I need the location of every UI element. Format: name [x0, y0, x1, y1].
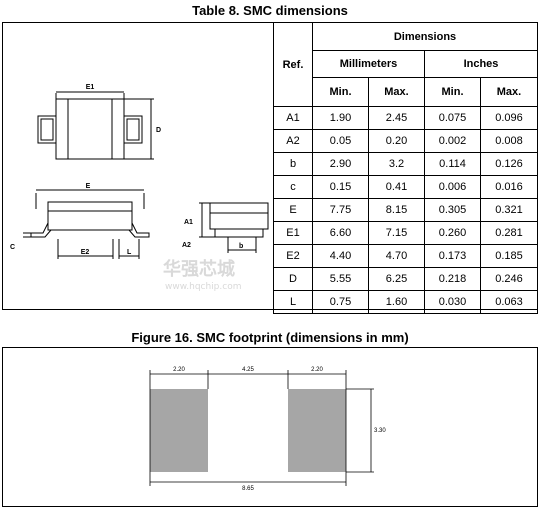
- cell-in-max: 0.281: [480, 221, 538, 245]
- cell-in-min: 0.006: [424, 175, 481, 199]
- table-row: A1 1.90 2.45 0.075 0.096: [273, 106, 538, 130]
- cell-mm-min: 4.40: [312, 244, 369, 268]
- cell-in-max: 0.008: [480, 129, 538, 153]
- cell-mm-max: 7.15: [368, 221, 425, 245]
- figure-title: Figure 16. SMC footprint (dimensions in …: [131, 330, 409, 345]
- cell-mm-min: 7.75: [312, 198, 369, 222]
- cell-in-max: 0.016: [480, 175, 538, 199]
- label-l: L: [127, 249, 132, 256]
- cell-ref: A2: [273, 129, 313, 153]
- cell-ref: c: [273, 175, 313, 199]
- mm-min-header: Min.: [312, 77, 369, 107]
- label-b: b: [239, 243, 243, 250]
- cell-in-max: 0.063: [480, 290, 538, 314]
- table-row: A2 0.05 0.20 0.002 0.008: [273, 129, 538, 153]
- table-title: Table 8. SMC dimensions: [192, 3, 348, 18]
- gap-label: 4.25: [242, 367, 254, 373]
- label-a2: A2: [182, 242, 191, 249]
- footprint-dimension-lines: [149, 370, 374, 486]
- left-pad: [150, 389, 208, 472]
- watermark-url: www.hqchip.com: [165, 282, 241, 292]
- cell-mm-min: 0.05: [312, 129, 369, 153]
- table-frame: [2, 22, 538, 310]
- cell-mm-max: 6.25: [368, 267, 425, 291]
- cell-in-min: 0.114: [424, 152, 481, 176]
- cell-mm-min: 0.15: [312, 175, 369, 199]
- cell-ref: L: [273, 290, 313, 314]
- millimeters-header: Millimeters: [312, 50, 425, 78]
- watermark-logo-text: 华强芯城: [163, 258, 235, 280]
- table-row: D 5.55 6.25 0.218 0.246: [273, 267, 538, 291]
- end-view: [199, 202, 269, 253]
- label-c: C: [10, 244, 15, 251]
- dimensions-header: Dimensions: [312, 22, 538, 51]
- pad-width-label: 2.20: [173, 367, 185, 373]
- table-row: b 2.90 3.2 0.114 0.126: [273, 152, 538, 176]
- total-width-label: 8.65: [242, 486, 254, 492]
- footprint-drawing: 2.20 4.25 2.20 3.30 8.65: [149, 367, 386, 492]
- cell-ref: b: [273, 152, 313, 176]
- label-a1: A1: [184, 219, 193, 226]
- pad-height-label: 3.30: [374, 428, 386, 434]
- cell-in-max: 0.096: [480, 106, 538, 130]
- cell-in-min: 0.218: [424, 267, 481, 291]
- table-row: c 0.15 0.41 0.006 0.016: [273, 175, 538, 199]
- cell-mm-min: 0.75: [312, 290, 369, 314]
- label-d: D: [156, 127, 161, 134]
- cell-in-min: 0.260: [424, 221, 481, 245]
- cell-mm-min: 2.90: [312, 152, 369, 176]
- label-e: E: [86, 183, 91, 190]
- cell-ref: D: [273, 267, 313, 291]
- cell-mm-max: 0.41: [368, 175, 425, 199]
- table-row: L 0.75 1.60 0.030 0.063: [273, 290, 538, 314]
- cell-ref: E: [273, 198, 313, 222]
- cell-in-max: 0.246: [480, 267, 538, 291]
- label-e2: E2: [81, 249, 90, 256]
- cell-in-min: 0.002: [424, 129, 481, 153]
- inches-header: Inches: [424, 50, 538, 78]
- cell-ref: E1: [273, 221, 313, 245]
- right-pad: [288, 389, 346, 472]
- pad-width-right-label: 2.20: [311, 367, 323, 373]
- cell-mm-max: 4.70: [368, 244, 425, 268]
- cell-in-max: 0.126: [480, 152, 538, 176]
- cell-in-max: 0.321: [480, 198, 538, 222]
- package-outline-drawing: E1 D E C E2 L A1 A2 b 华强芯城 www.hqchi: [10, 84, 269, 292]
- cell-mm-min: 5.55: [312, 267, 369, 291]
- cell-mm-max: 0.20: [368, 129, 425, 153]
- table-row: E2 4.40 4.70 0.173 0.185: [273, 244, 538, 268]
- cell-mm-max: 8.15: [368, 198, 425, 222]
- cell-in-min: 0.075: [424, 106, 481, 130]
- side-view: [23, 189, 150, 259]
- footprint-frame: [2, 347, 538, 507]
- cell-ref: A1: [273, 106, 313, 130]
- table-row: E 7.75 8.15 0.305 0.321: [273, 198, 538, 222]
- cell-mm-max: 3.2: [368, 152, 425, 176]
- mm-max-header: Max.: [368, 77, 425, 107]
- dimensions-table: Ref. Dimensions Millimeters Inches Min. …: [273, 22, 538, 314]
- label-e1: E1: [86, 84, 95, 91]
- cell-in-min: 0.305: [424, 198, 481, 222]
- cell-in-min: 0.030: [424, 290, 481, 314]
- in-max-header: Max.: [480, 77, 538, 107]
- cell-mm-max: 1.60: [368, 290, 425, 314]
- cell-mm-max: 2.45: [368, 106, 425, 130]
- in-min-header: Min.: [424, 77, 481, 107]
- cell-mm-min: 6.60: [312, 221, 369, 245]
- top-view: [37, 91, 154, 160]
- cell-ref: E2: [273, 244, 313, 268]
- cell-mm-min: 1.90: [312, 106, 369, 130]
- table-row: E1 6.60 7.15 0.260 0.281: [273, 221, 538, 245]
- cell-in-max: 0.185: [480, 244, 538, 268]
- ref-header: Ref.: [273, 22, 313, 107]
- cell-in-min: 0.173: [424, 244, 481, 268]
